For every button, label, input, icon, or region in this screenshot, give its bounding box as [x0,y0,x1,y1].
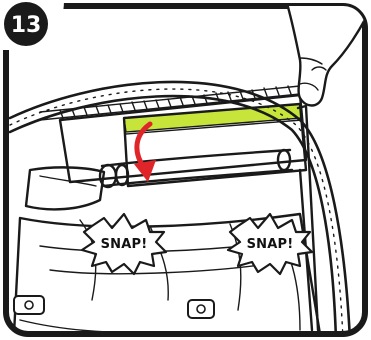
seat-fabric [12,212,322,334]
pull-down-arrow [134,121,156,182]
buckle-center [187,299,215,319]
hand [284,6,365,107]
crossbar-top [100,148,292,168]
buckle-left [13,295,45,315]
snap-label-left: SNAP! [101,237,148,252]
step-badge-circle [4,2,48,46]
zipper-teeth [59,85,292,119]
clip-right [276,148,292,172]
step-badge: 13 [0,0,64,50]
right-post [296,104,320,332]
snap-label-right: SNAP! [247,237,294,252]
canopy-arch-outer [8,80,352,334]
left-side-fabric [24,166,106,211]
snap-callout-left: SNAP! [80,212,168,276]
canopy-arch-inner [8,94,338,334]
snap-callout-right: SNAP! [226,212,314,276]
clip-left [114,163,130,187]
scene: SNAP! SNAP! [8,6,365,334]
step-number: 13 [11,13,42,38]
